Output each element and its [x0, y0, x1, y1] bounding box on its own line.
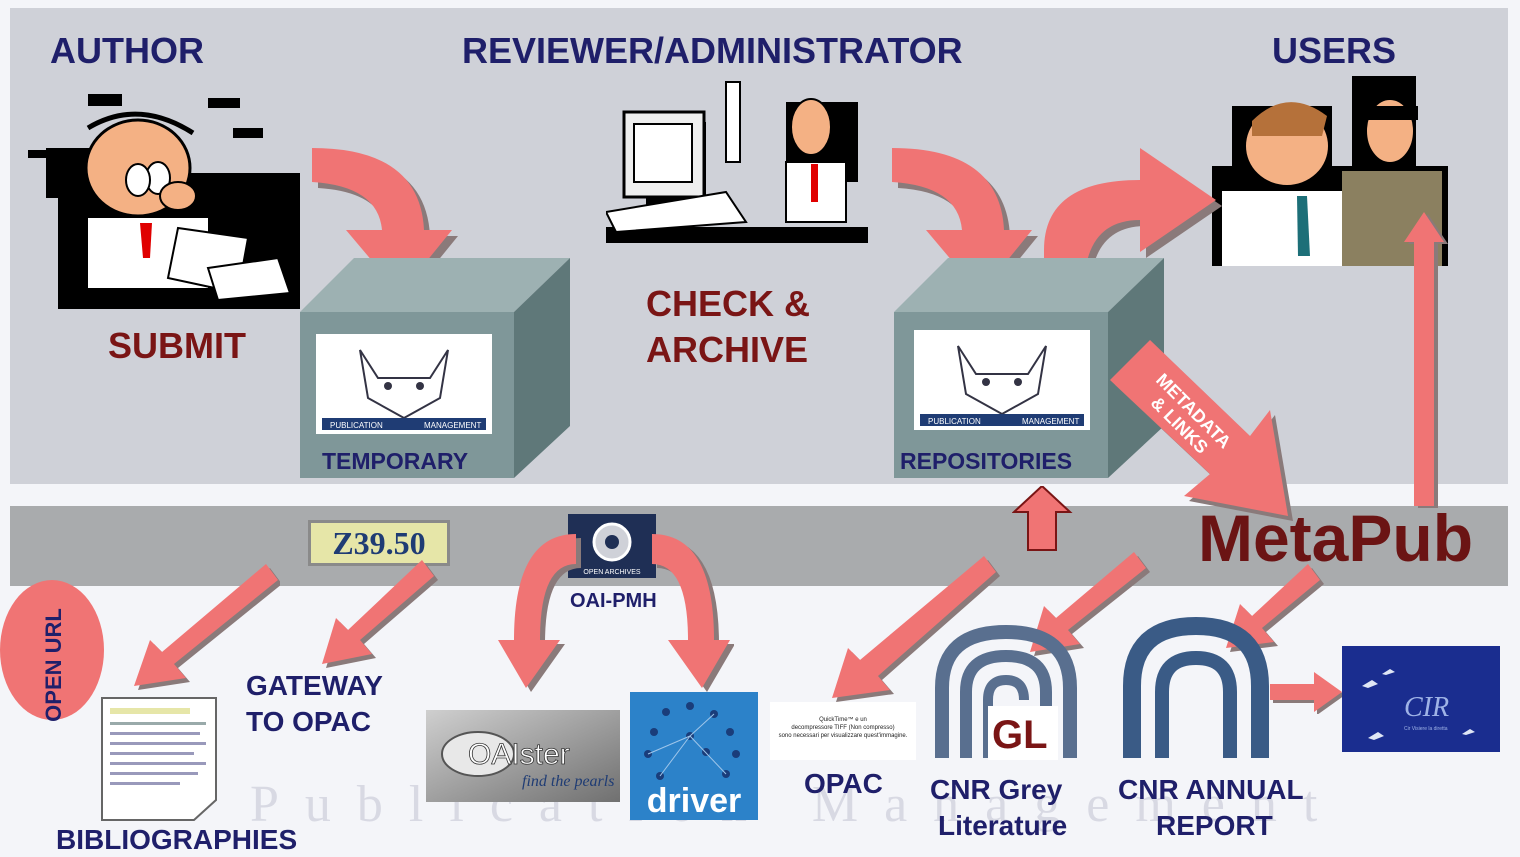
cnr-annual-line2: REPORT [1156, 810, 1273, 841]
metapub-to-users-arrow [1404, 212, 1448, 508]
users-clipart [1212, 76, 1448, 266]
quicktime-line2: decompressore TIFF (Non compresso) [791, 725, 895, 731]
quicktime-placeholder: QuickTime™ e un decompressore TIFF (Non … [770, 702, 916, 760]
metadata-links-arrow [1110, 340, 1293, 521]
bibliographies-label: BIBLIOGRAPHIES [56, 824, 298, 855]
bibliographies-document-icon [101, 697, 217, 821]
cnr-annual-report-logo [1123, 616, 1269, 758]
oai-pmh-label: OAI-PMH [570, 590, 657, 612]
temporary-archive-box: PUBLICATION MANAGEMENT [300, 258, 570, 478]
check-archive-line2: ARCHIVE [646, 329, 809, 370]
metapub-to-cnr-grey-arrow [1030, 552, 1150, 656]
band-to-repositories-arrow [1012, 486, 1073, 551]
quicktime-line3: sono necessari per visualizzare quest'im… [778, 733, 908, 739]
oaister-logo-text: OAIster [468, 738, 570, 771]
open-archives-badge: OPEN ARCHIVES [568, 514, 656, 578]
metapub-title: MetaPub [1198, 501, 1474, 575]
band-to-opac-arrow [832, 556, 1000, 702]
open-url-label: OPEN URL [41, 608, 66, 722]
annual-to-cir-arrow [1270, 672, 1344, 714]
oai-to-oaister-arrow [498, 534, 581, 692]
temporary-logo-caption-left: PUBLICATION [330, 421, 383, 430]
driver-logo-text: driver [647, 782, 742, 820]
repositories-logo-caption-left: PUBLICATION [928, 417, 981, 426]
cnr-grey-literature-logo: GL [935, 624, 1077, 760]
oaister-logo: OAIster find the pearls [426, 710, 620, 802]
quicktime-line1: QuickTime™ e un [819, 717, 867, 723]
repositories-logo-caption-right: MANAGEMENT [1022, 417, 1079, 426]
cir-mark-text: CIR [1404, 692, 1449, 723]
repositories-label: REPOSITORIES [900, 448, 1073, 474]
gateway-line1: GATEWAY [246, 670, 383, 701]
role-users: USERS [1272, 30, 1397, 71]
cnr-annual-line1: CNR ANNUAL [1118, 774, 1304, 805]
check-archive-line1: CHECK & [646, 283, 811, 324]
z3950-to-gateway-arrow [322, 560, 438, 668]
metapub-to-cnr-annual-arrow [1226, 564, 1324, 652]
gl-mark: GL [992, 713, 1048, 757]
cnr-grey-line1: CNR Grey [930, 774, 1063, 805]
cir-small-text: Cir Visiere la diretta [1404, 726, 1448, 732]
reviewer-clipart [606, 81, 868, 243]
temporary-logo-caption-right: MANAGEMENT [424, 421, 481, 430]
gateway-line2: TO OPAC [246, 706, 371, 737]
temporary-label: TEMPORARY [322, 448, 469, 474]
cnr-grey-line2: Literature [938, 810, 1068, 841]
driver-logo: driver [630, 692, 758, 820]
author-clipart [28, 94, 300, 309]
oaister-tagline: find the pearls [522, 773, 614, 790]
z3950-badge: Z39.50 [308, 520, 450, 566]
open-archives-text: OPEN ARCHIVES [583, 569, 641, 576]
open-url-circle [0, 580, 104, 720]
z3950-to-bibliographies-arrow [134, 564, 280, 690]
opac-label: OPAC [804, 768, 883, 799]
role-author: AUTHOR [50, 30, 204, 71]
role-reviewer: REVIEWER/ADMINISTRATOR [462, 30, 963, 71]
submit-label: SUBMIT [108, 325, 246, 366]
oai-to-driver-arrow [652, 534, 734, 692]
cir-logo: CIR Cir Visiere la diretta [1342, 646, 1500, 752]
